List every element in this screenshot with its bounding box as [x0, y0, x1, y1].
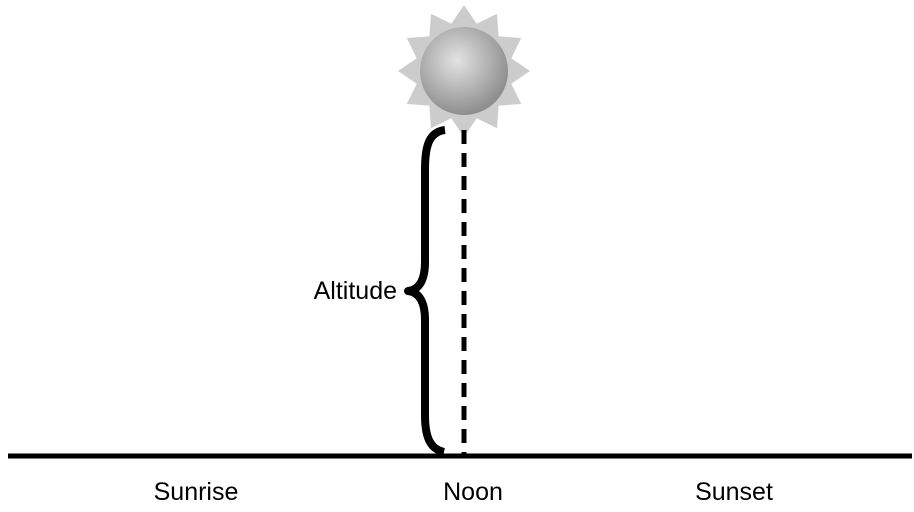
sunset-label: Sunset: [695, 478, 773, 506]
sun-disc: [420, 27, 508, 115]
altitude-label: Altitude: [314, 277, 397, 305]
altitude-brace: [404, 126, 446, 456]
sunrise-label: Sunrise: [154, 478, 239, 506]
sun-icon: [398, 5, 530, 137]
noon-label: Noon: [443, 478, 503, 506]
